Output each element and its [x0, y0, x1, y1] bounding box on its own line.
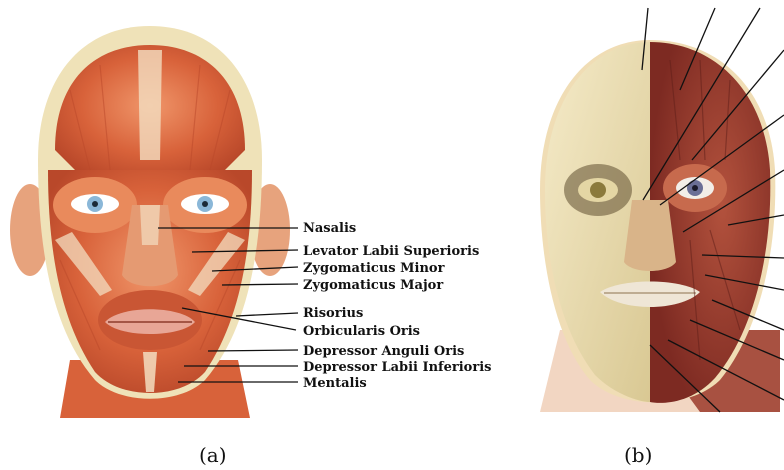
forehead-center-tendon [138, 50, 162, 160]
label-zygomaticus-major: Zygomaticus Major [303, 278, 443, 293]
caption-b: (b) [624, 443, 652, 467]
caption-a: (a) [199, 443, 227, 467]
left-pupil [92, 201, 98, 207]
label-zygomaticus-minor: Zygomaticus Minor [303, 261, 445, 276]
b-right-pupil [692, 185, 698, 191]
b-left-iris [590, 182, 606, 198]
label-depressor-anguli-oris: Depressor Anguli Oris [303, 344, 464, 359]
panel-b-illustration [540, 40, 780, 412]
b-nose [624, 200, 676, 271]
label-risorius: Risorius [303, 306, 363, 321]
leader-risorius [236, 313, 298, 316]
label-depressor-labii-inferioris: Depressor Labii Inferioris [303, 360, 491, 375]
label-orbicularis-oris: Orbicularis Oris [303, 324, 420, 339]
label-nasalis: Nasalis [303, 221, 356, 236]
label-mentalis: Mentalis [303, 376, 367, 391]
label-levator-labii-superioris: Levator Labii Superioris [303, 244, 479, 259]
right-pupil [202, 201, 208, 207]
panel-a-illustration [10, 26, 290, 418]
panel-a-labels: Nasalis Levator Labii Superioris Zygomat… [303, 221, 491, 391]
nasal-bridge [140, 205, 160, 245]
